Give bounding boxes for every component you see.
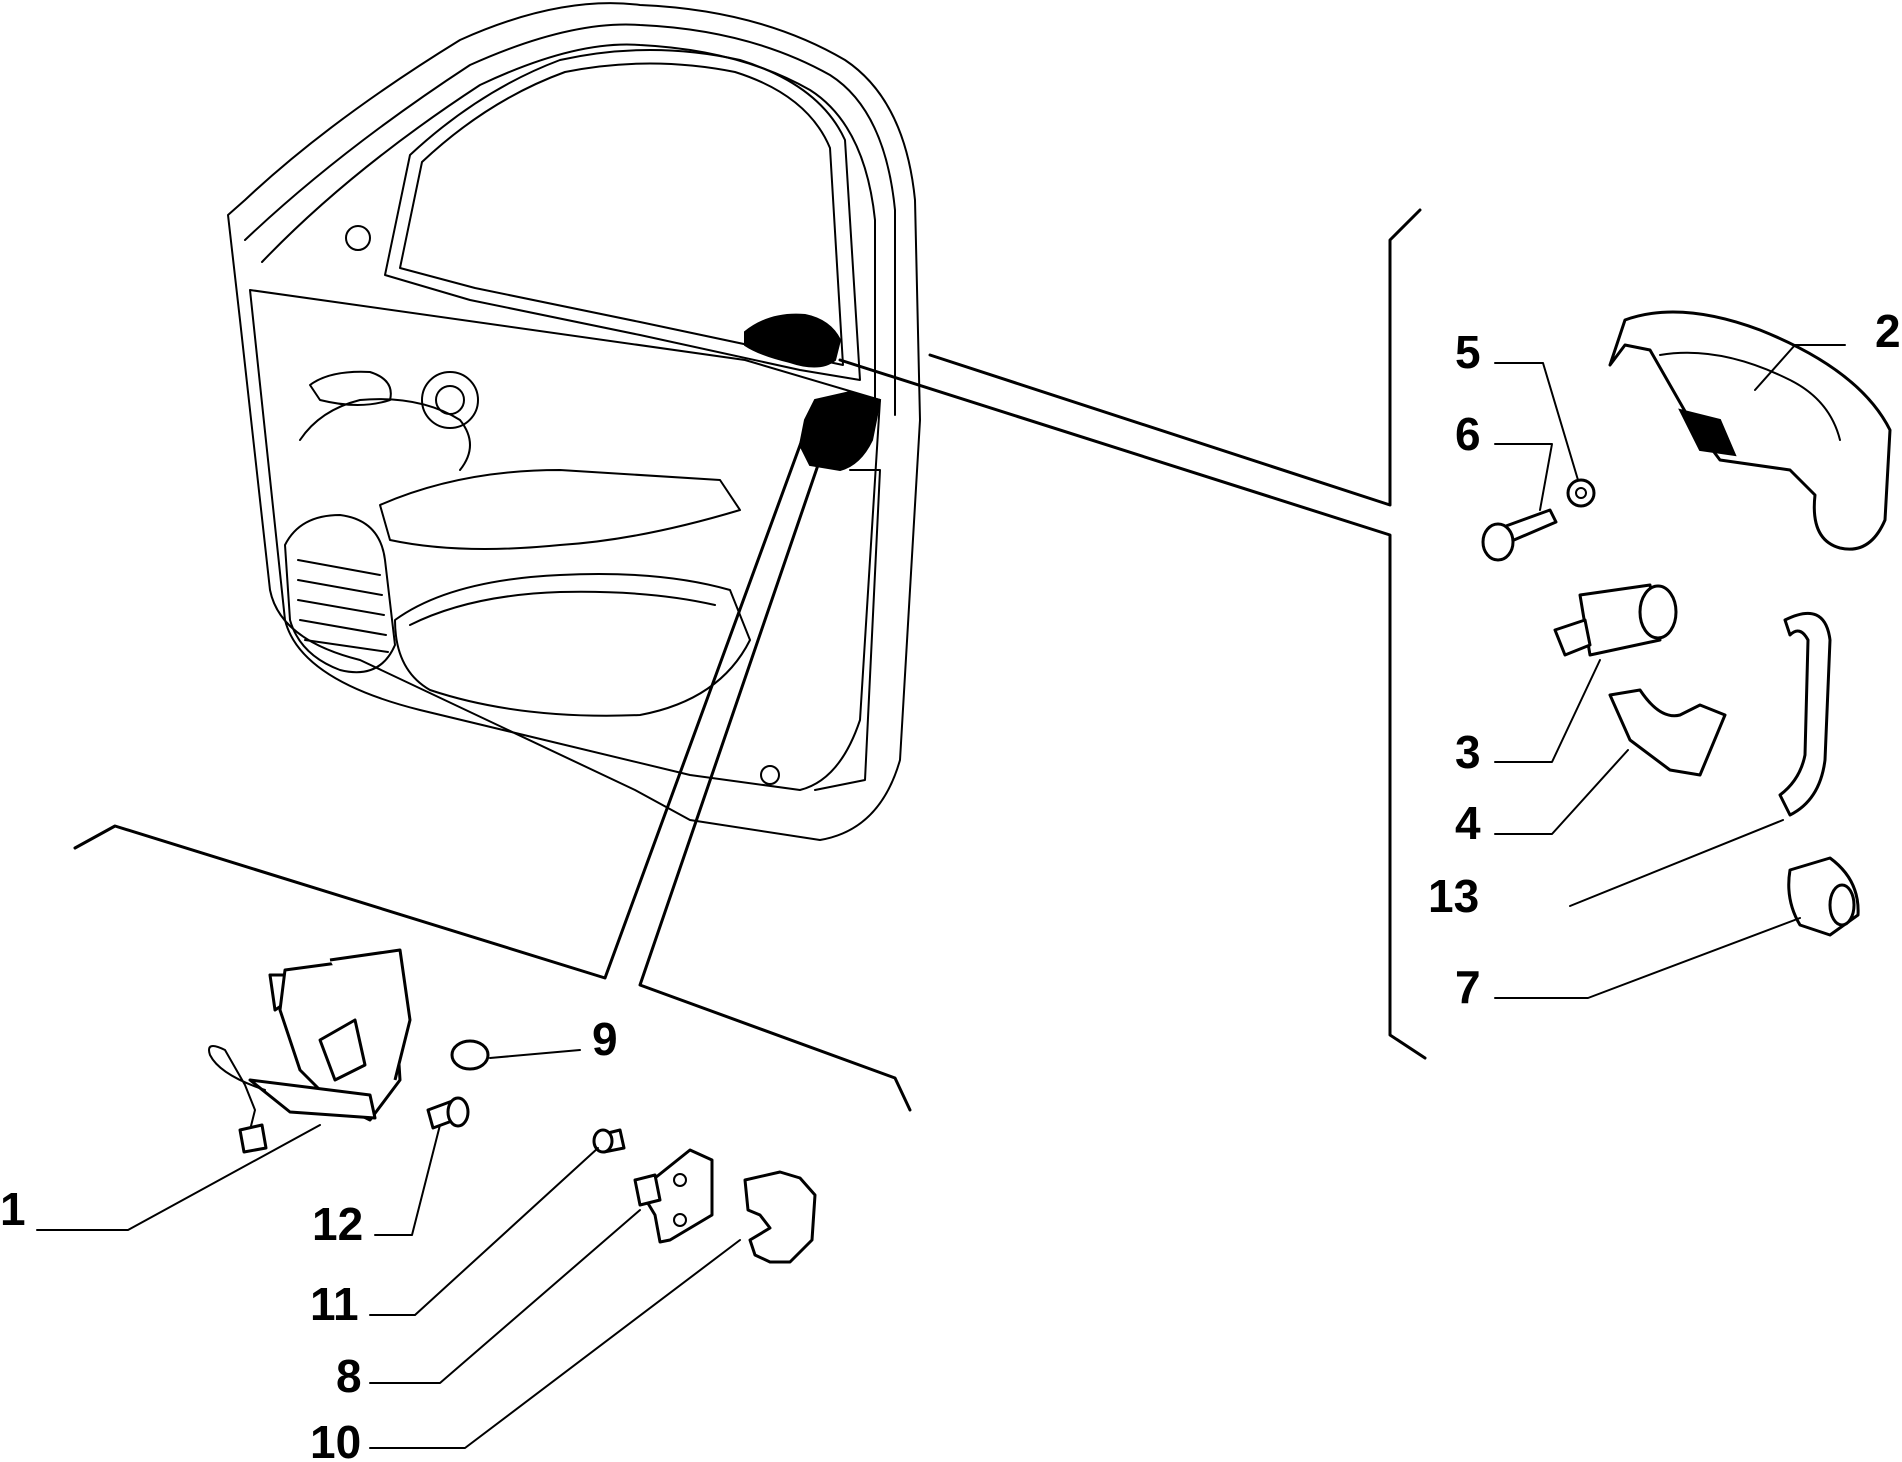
callout-1: 1 bbox=[0, 1183, 26, 1235]
leader-lines bbox=[36, 344, 1846, 1449]
callout-11: 11 bbox=[310, 1278, 359, 1330]
callout-12: 12 bbox=[312, 1198, 363, 1250]
callout-numbers: 1 2 3 4 5 6 7 8 9 10 11 12 13 bbox=[0, 305, 1901, 1462]
callout-4: 4 bbox=[1455, 797, 1481, 849]
callout-9: 9 bbox=[592, 1013, 618, 1065]
door-striker bbox=[633, 1148, 714, 1244]
outer-door-handle bbox=[1608, 310, 1892, 551]
washer bbox=[1566, 478, 1596, 508]
cylinder-gasket bbox=[1608, 688, 1727, 777]
striker-screw bbox=[592, 1128, 626, 1154]
rod-clip bbox=[1787, 856, 1860, 937]
callout-2: 2 bbox=[1875, 305, 1901, 357]
door-drawing bbox=[227, 2, 921, 841]
bolt bbox=[1481, 508, 1558, 562]
callout-5: 5 bbox=[1455, 326, 1481, 378]
striker-shim bbox=[743, 1170, 817, 1264]
callout-6: 6 bbox=[1455, 408, 1481, 460]
door-lock-assembly bbox=[208, 948, 412, 1154]
callout-8: 8 bbox=[336, 1350, 362, 1402]
control-rod bbox=[1778, 611, 1832, 817]
group-brackets bbox=[73, 208, 1427, 1112]
callout-7: 7 bbox=[1455, 961, 1481, 1013]
callout-3: 3 bbox=[1455, 726, 1481, 778]
callout-13: 13 bbox=[1428, 870, 1479, 922]
hole-plug bbox=[450, 1039, 490, 1071]
callout-10: 10 bbox=[310, 1416, 361, 1462]
lock-cylinder bbox=[1553, 583, 1678, 657]
lock-screw bbox=[426, 1096, 470, 1130]
